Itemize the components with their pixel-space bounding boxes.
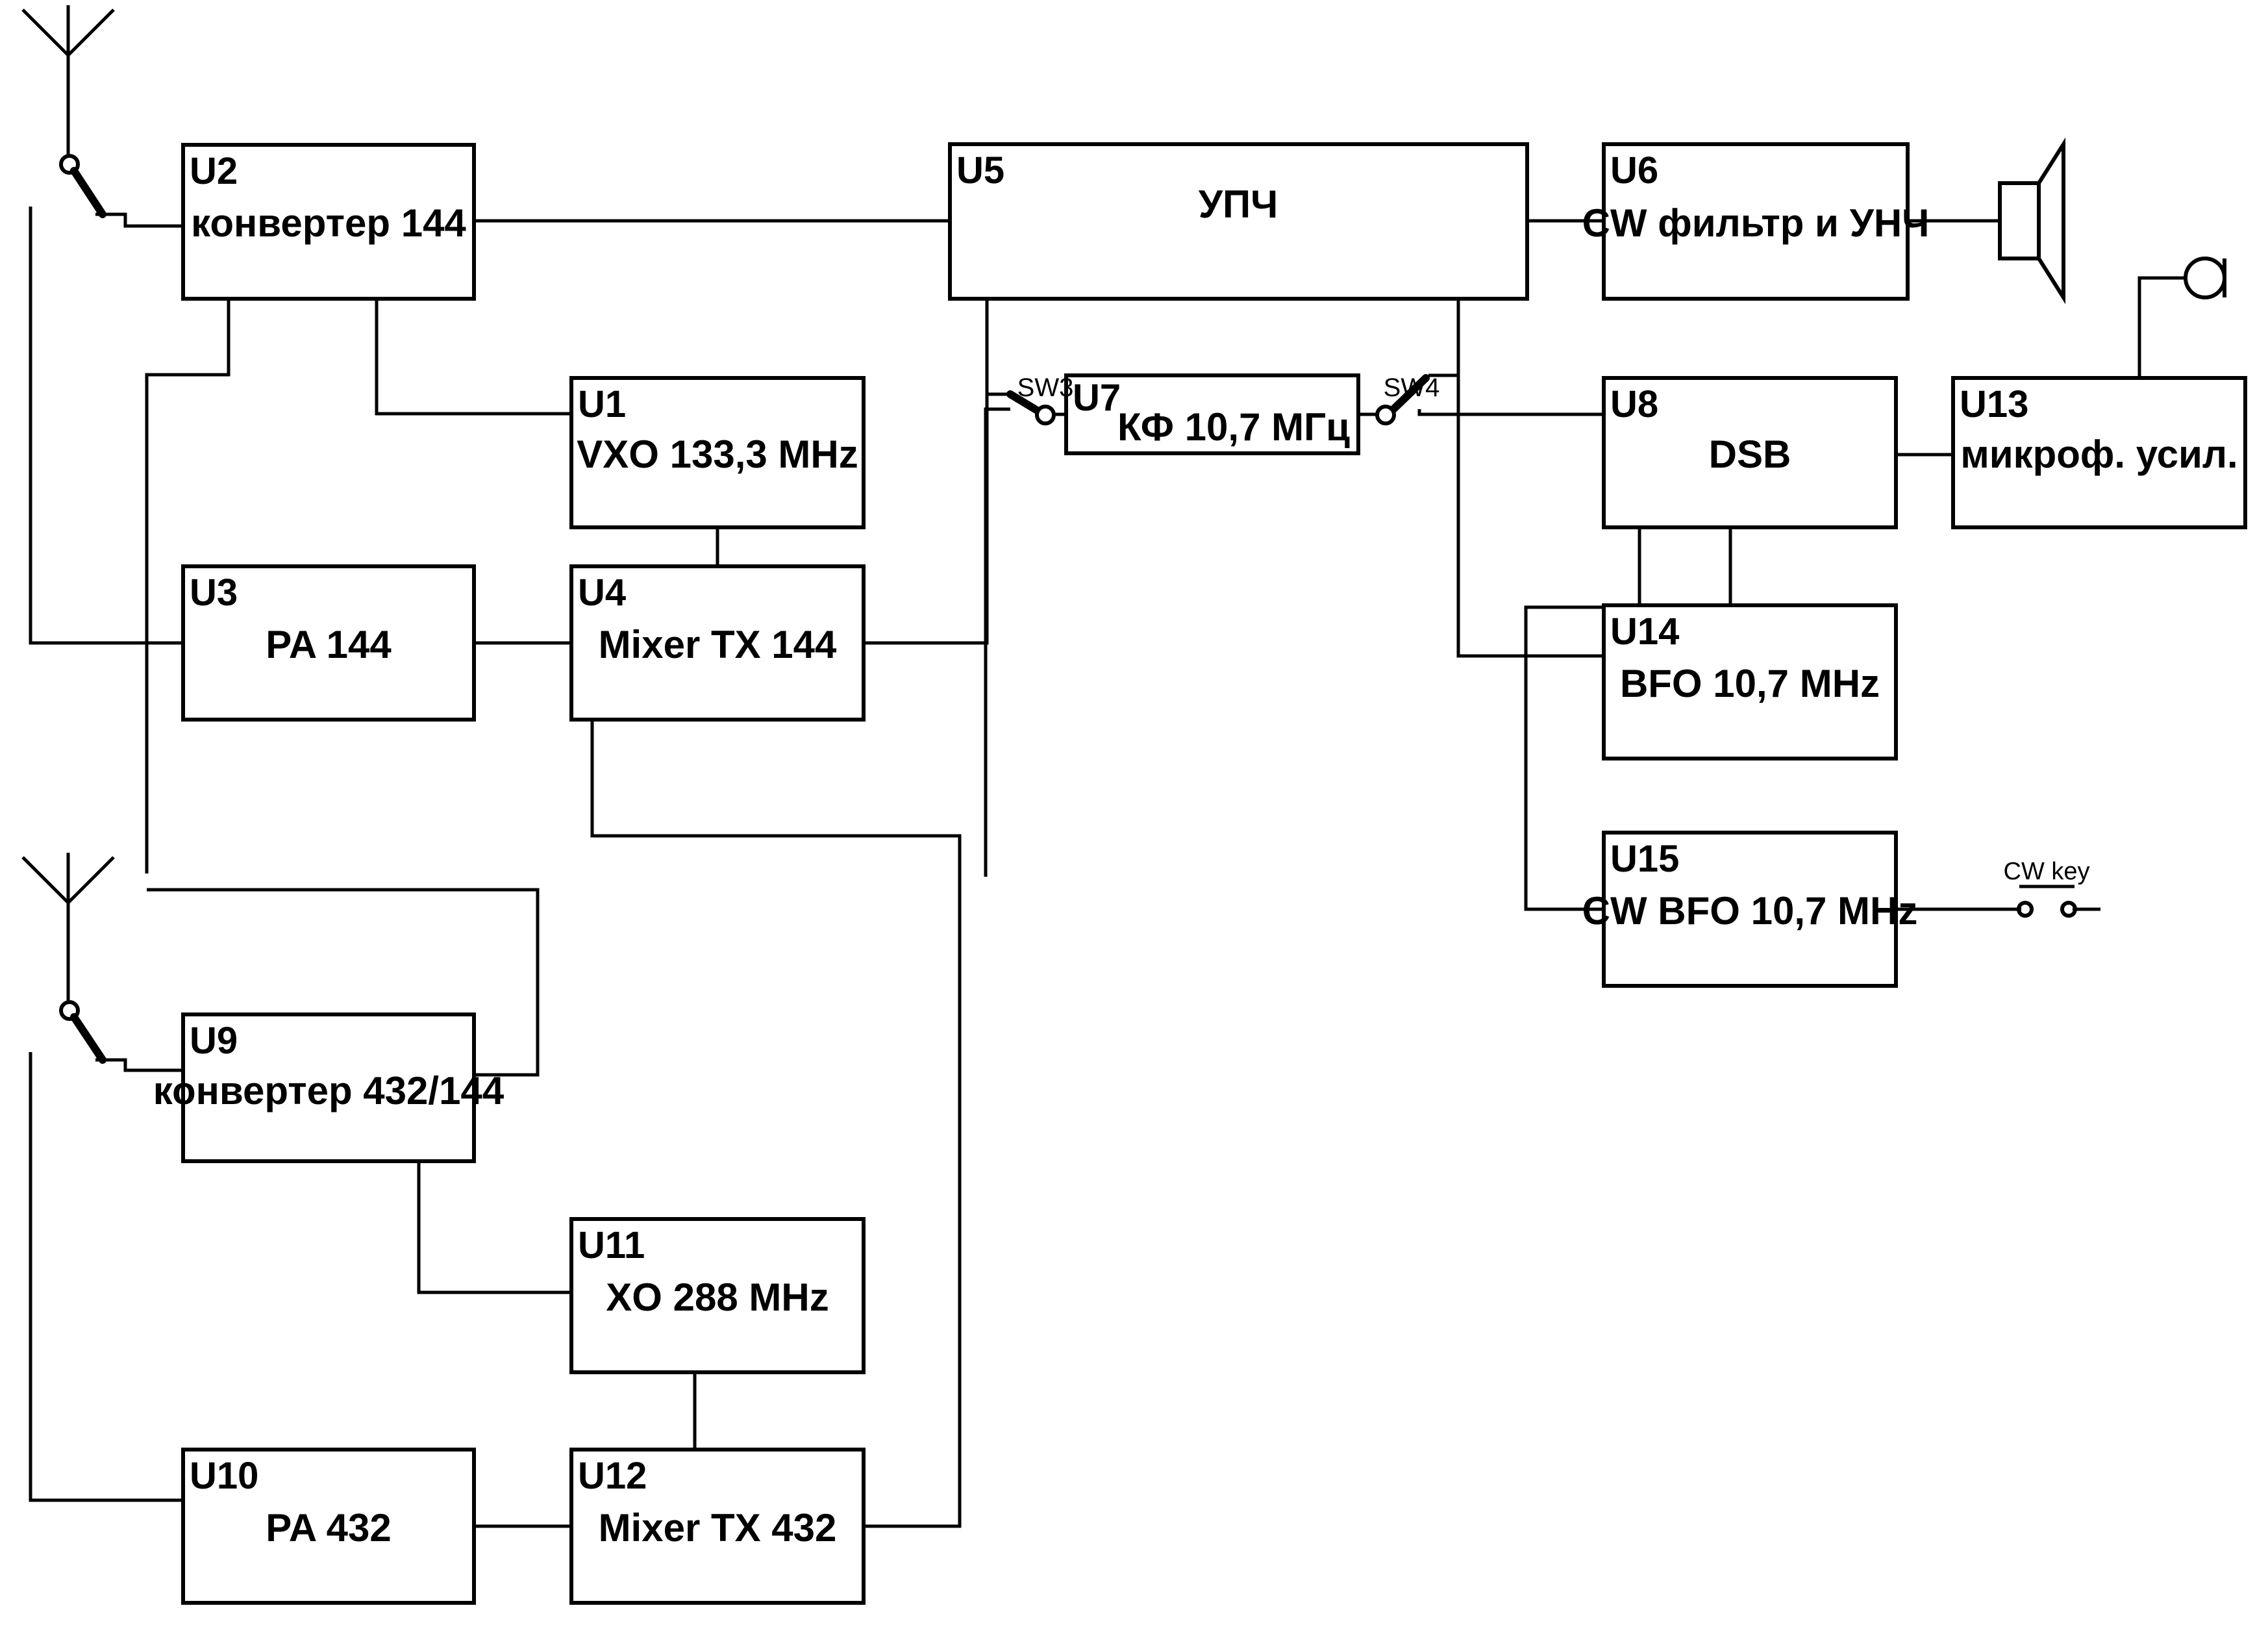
block-u7[interactable] [1064,373,1360,455]
block-u1[interactable] [569,376,866,529]
block-u13[interactable] [1951,376,2247,529]
wire-sw2-left-to-pa432 [29,1052,183,1502]
label-u11: XO 288 MHz [606,1276,829,1319]
wire-u9-to-u11 [417,1161,571,1294]
wire-u5-to-sw3 [985,299,1010,396]
wire-u5-to-u14 [1456,299,1604,658]
label-u13: микроф. усил. [1960,433,2237,476]
ref-u1: U1 [578,383,626,425]
microphone-icon [2184,257,2226,299]
label-u3: PA 144 [266,623,392,666]
label-u5: УПЧ [1199,182,1278,226]
label-u2: конвертер 144 [191,201,466,245]
sw4-pole [1375,405,1396,425]
ref-u3: U3 [190,572,238,614]
wire-u2-bottom-to-pa144-node [145,299,231,874]
sw4-blade [1387,374,1430,416]
block-u10[interactable] [181,1448,476,1605]
ref-u15: U15 [1610,838,1679,880]
label-cw-key: CW key [2004,858,2090,885]
cw-key-icon[interactable] [2017,885,2077,918]
wire-layer [29,55,2187,1528]
switch-blade-432 [70,1013,106,1064]
ref-u4: U4 [578,572,626,614]
wire-sw1-left-to-pa144 [29,207,183,645]
label-u9: конвертер 432/144 [153,1069,505,1112]
antenna-144-icon [21,5,115,57]
label-u14: BFO 10,7 MHz [1620,662,1880,705]
wire-sw3-bypass [984,407,1010,877]
wire-u4-to-u5 [864,299,989,645]
ref-u14: U14 [1610,610,1679,653]
wire-u9-to-bus [147,888,540,1077]
ant-switch-432-icon[interactable] [59,1000,106,1064]
sw3-icon[interactable] [1006,390,1056,425]
wire-u4-to-mixertx432-bus [590,720,962,1528]
wire-sw1-to-u2-input [95,212,183,228]
label-u7: КФ 10,7 МГц [1117,405,1350,449]
text-layer: U1 VXO 133,3 MHz U2 конвертер 144 U3 PA … [153,149,2238,1550]
block-u9[interactable] [181,1012,476,1163]
sw4-icon[interactable] [1375,374,1430,425]
ref-u10: U10 [190,1455,258,1497]
block-u4[interactable] [569,564,866,722]
label-u1: VXO 133,3 MHz [577,433,858,476]
wire-sw4-to-u8 [1417,409,1604,416]
label-u4: Mixer TX 144 [599,623,837,666]
switch-blade-144 [70,167,106,218]
wire-sw2-to-u9-input [95,1058,183,1072]
ref-u11: U11 [578,1224,645,1266]
ref-u2: U2 [190,150,238,192]
label-sw3: SW3 [1017,373,1074,402]
block-u15[interactable] [1602,831,1898,988]
sw3-pole [1035,405,1056,425]
block-u8[interactable] [1602,376,1898,529]
wire-u13-to-mic [2137,276,2187,378]
label-u10: PA 432 [266,1506,391,1550]
antenna-432-icon [21,853,115,904]
label-u8: DSB [1709,433,1791,476]
block-u14[interactable] [1602,603,1898,760]
speaker-icon [1998,137,2065,305]
label-u12: Mixer TX 432 [599,1506,837,1550]
label-sw4: SW4 [1384,373,1440,402]
ref-u12: U12 [578,1455,647,1497]
block-u2[interactable] [181,143,476,301]
ref-u13: U13 [1960,383,2028,425]
label-u6: CW фильтр и УНЧ [1582,201,1930,245]
wire-sw4-to-u5 [1428,299,1460,377]
block-u3[interactable] [181,564,476,722]
ref-u9: U9 [190,1020,238,1062]
block-u12[interactable] [569,1448,866,1605]
ref-u8: U8 [1610,383,1658,425]
block-layer [181,142,2247,1605]
block-u5[interactable] [948,142,1529,301]
ref-u5: U5 [956,149,1004,192]
ref-u6: U6 [1610,149,1658,192]
sw3-blade [1006,390,1045,417]
wire-u8-to-u15 [1524,527,1641,911]
block-u11[interactable] [569,1217,866,1374]
ant-switch-144-icon[interactable] [59,154,106,218]
block-u6[interactable] [1602,142,1910,301]
ref-u7: U7 [1073,377,1121,419]
label-u15: CW BFO 10,7 MHz [1582,889,1918,933]
wire-u2-bottom-to-u1 [375,299,571,416]
